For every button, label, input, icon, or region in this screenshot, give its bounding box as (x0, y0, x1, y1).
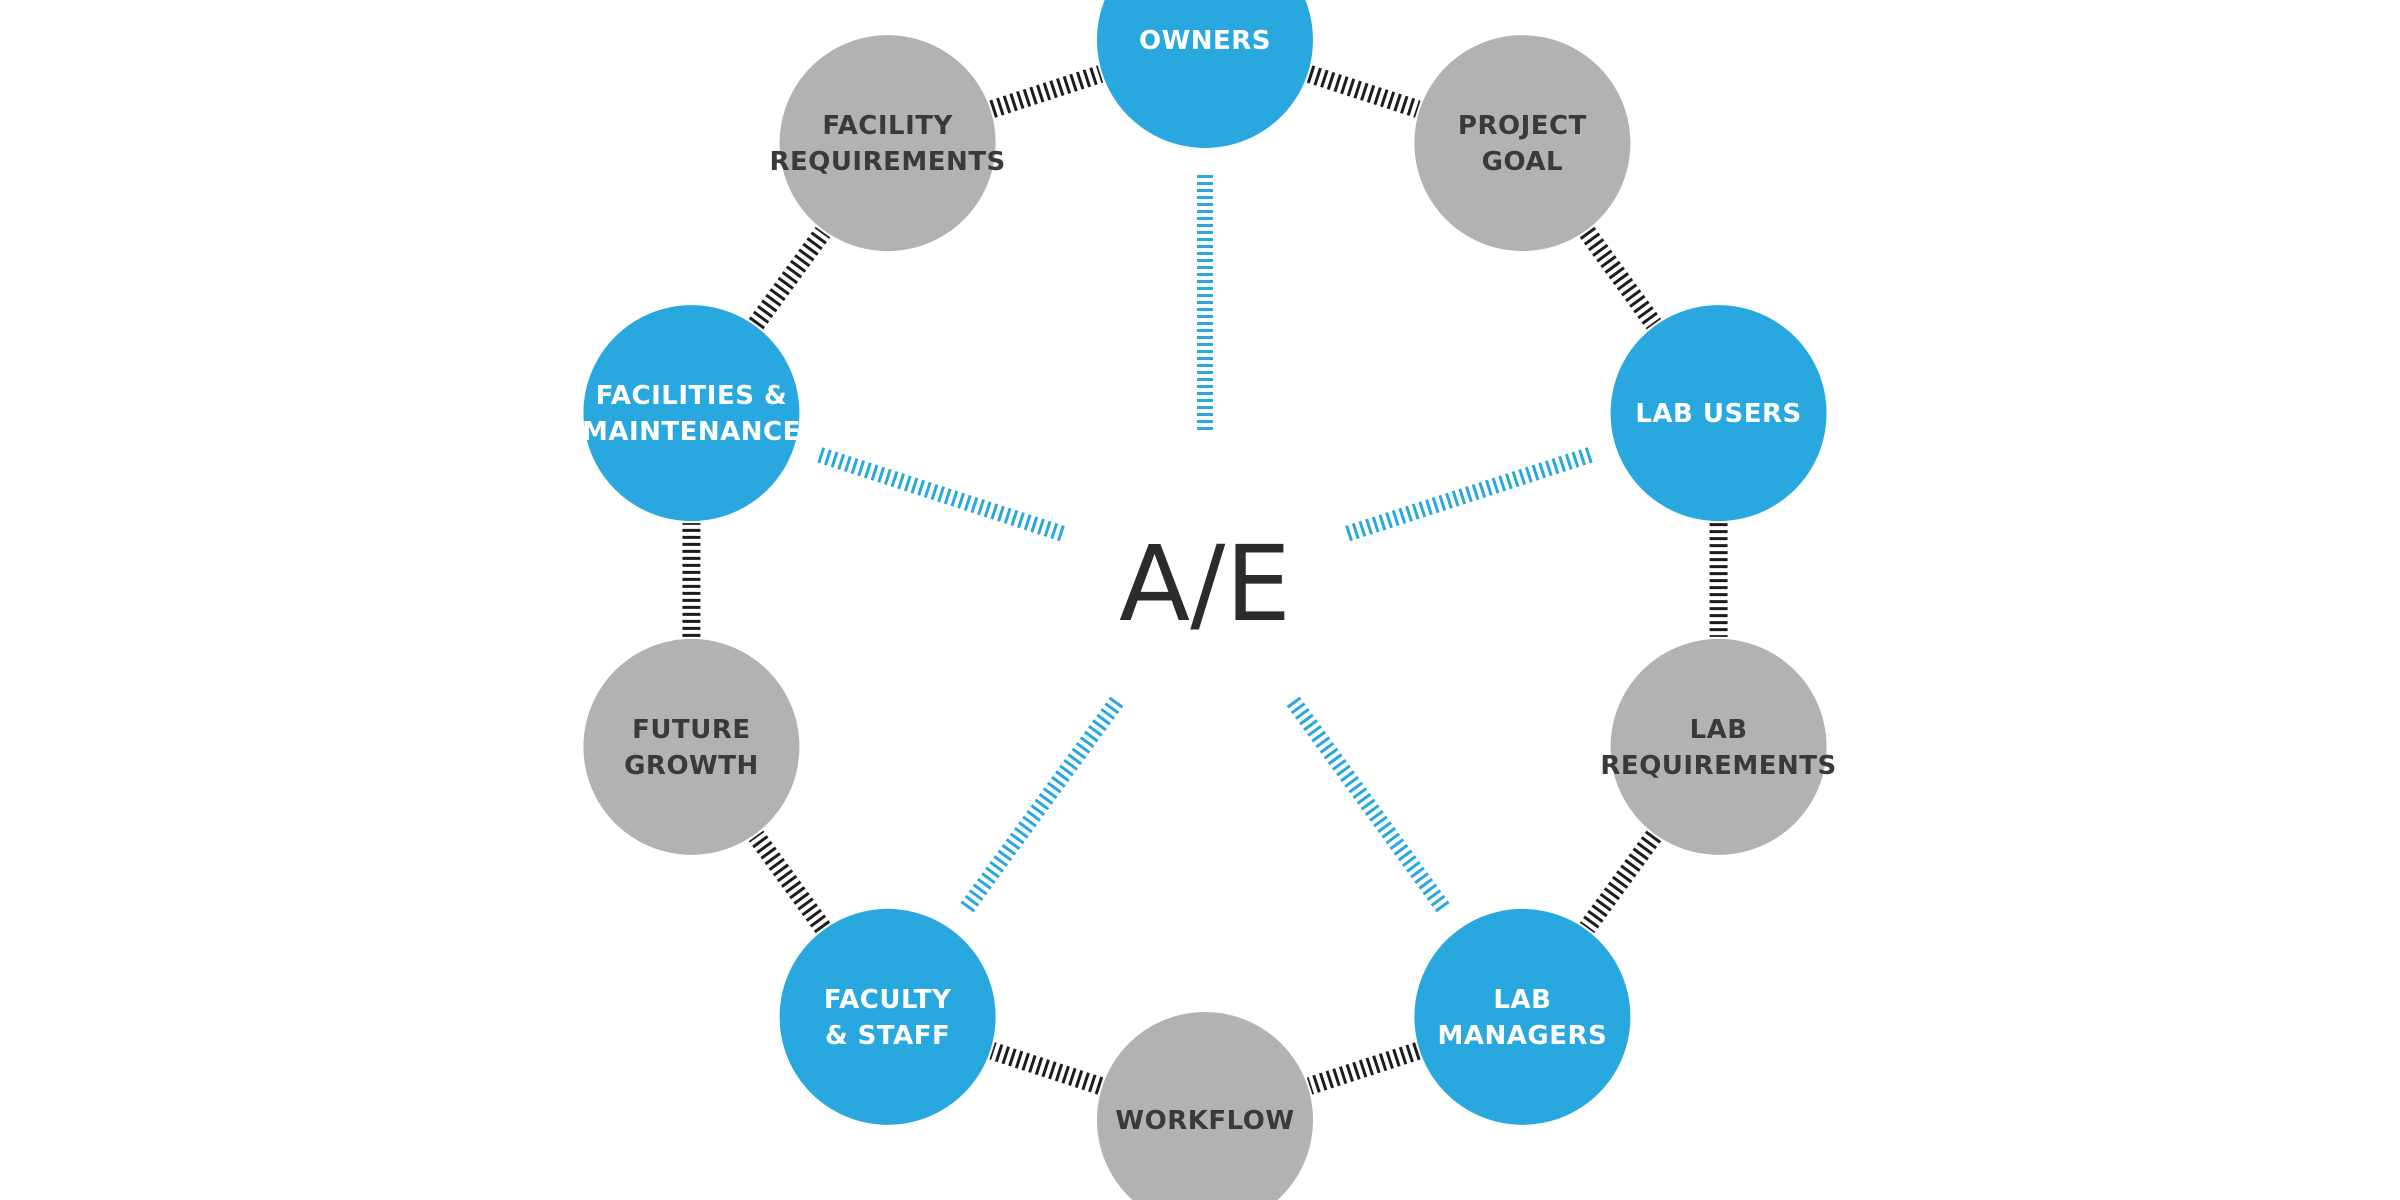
node-label-facility-requirements: FACILITY REQUIREMENTS (769, 111, 1005, 177)
node-label-line: OWNERS (1139, 26, 1271, 56)
node-label-lab-users: LAB USERS (1635, 399, 1801, 429)
center-label: A/E (1119, 523, 1291, 645)
node-label-workflow: WORKFLOW (1115, 1106, 1294, 1136)
ring-connector-faculty-staff (748, 830, 831, 934)
node-circle-future-growth (583, 638, 800, 855)
node-label-line: FACILITY (822, 111, 953, 141)
ring-connector-lab-managers (1306, 1042, 1421, 1095)
ring-connector-facilities-maintenance (748, 226, 831, 330)
node-label-line: FACULTY (824, 985, 952, 1015)
node-label-owners: OWNERS (1139, 26, 1271, 56)
node-label-lab-managers: LAB MANAGERS (1438, 985, 1608, 1051)
node-circle-owners (1097, 0, 1313, 148)
node-workflow: WORKFLOW (1097, 1012, 1313, 1200)
node-circles: OWNERS PROJECT GOAL LAB USERS LAB REQUIREMENT… (582, 0, 1836, 1200)
node-label-project-goal: PROJECT GOAL (1458, 111, 1587, 177)
node-circle-lab-requirements (1610, 638, 1827, 855)
node-lab-users: LAB USERS (1610, 305, 1827, 522)
node-label-lab-requirements: LAB REQUIREMENTS (1600, 715, 1836, 781)
ring-connectors (682, 65, 1728, 1095)
node-future-growth: FUTURE GROWTH (583, 638, 800, 855)
node-label-line: WORKFLOW (1115, 1106, 1294, 1136)
node-project-goal: PROJECT GOAL (1414, 35, 1631, 252)
node-label-line: GROWTH (624, 751, 759, 781)
node-label-line: REQUIREMENTS (769, 147, 1005, 177)
node-circle-facilities-maintenance (583, 305, 800, 522)
node-label-line: LAB (1493, 985, 1551, 1015)
node-owners: OWNERS (1097, 0, 1313, 148)
ring-connector-project-goal (1579, 226, 1662, 330)
node-circle-lab-users (1610, 305, 1827, 522)
node-circle-workflow (1097, 1012, 1313, 1200)
node-label-line: MAINTENANCE (582, 417, 801, 447)
node-lab-requirements: LAB REQUIREMENTS (1600, 638, 1836, 855)
ring-connector-workflow (989, 1042, 1104, 1095)
spoke-lab-users (1345, 446, 1594, 542)
node-label-future-growth: FUTURE GROWTH (624, 715, 759, 781)
spoke-facilities-maintenance (816, 446, 1065, 542)
node-label-facilities-maintenance: FACILITIES & MAINTENANCE (582, 381, 801, 447)
node-circle-project-goal (1414, 35, 1631, 252)
ring-connector-lab-requirements (1579, 830, 1662, 934)
node-label-line: FACILITIES & (596, 381, 788, 411)
spoke-lab-managers (1286, 696, 1451, 914)
node-label-line: REQUIREMENTS (1600, 751, 1836, 781)
node-lab-managers: LAB MANAGERS (1414, 908, 1631, 1125)
center-spokes (816, 174, 1594, 914)
node-facilities-maintenance: FACILITIES & MAINTENANCE (582, 305, 801, 522)
ring-connector-owners (1306, 65, 1421, 118)
node-label-line: LAB (1690, 715, 1748, 745)
node-label-faculty-staff: FACULTY & STAFF (824, 985, 952, 1051)
node-facility-requirements: FACILITY REQUIREMENTS (769, 35, 1005, 252)
node-label-line: LAB USERS (1635, 399, 1801, 429)
node-circle-lab-managers (1414, 908, 1631, 1125)
node-label-line: PROJECT (1458, 111, 1587, 141)
node-circle-faculty-staff (779, 908, 996, 1125)
spoke-faculty-staff (959, 696, 1124, 914)
node-label-line: GOAL (1482, 147, 1563, 177)
node-label-line: & STAFF (825, 1021, 950, 1051)
node-label-line: MANAGERS (1438, 1021, 1608, 1051)
node-circle-facility-requirements (779, 35, 996, 252)
node-faculty-staff: FACULTY & STAFF (779, 908, 996, 1125)
node-label-line: FUTURE (632, 715, 751, 745)
ring-connector-facility-requirements (989, 65, 1104, 118)
